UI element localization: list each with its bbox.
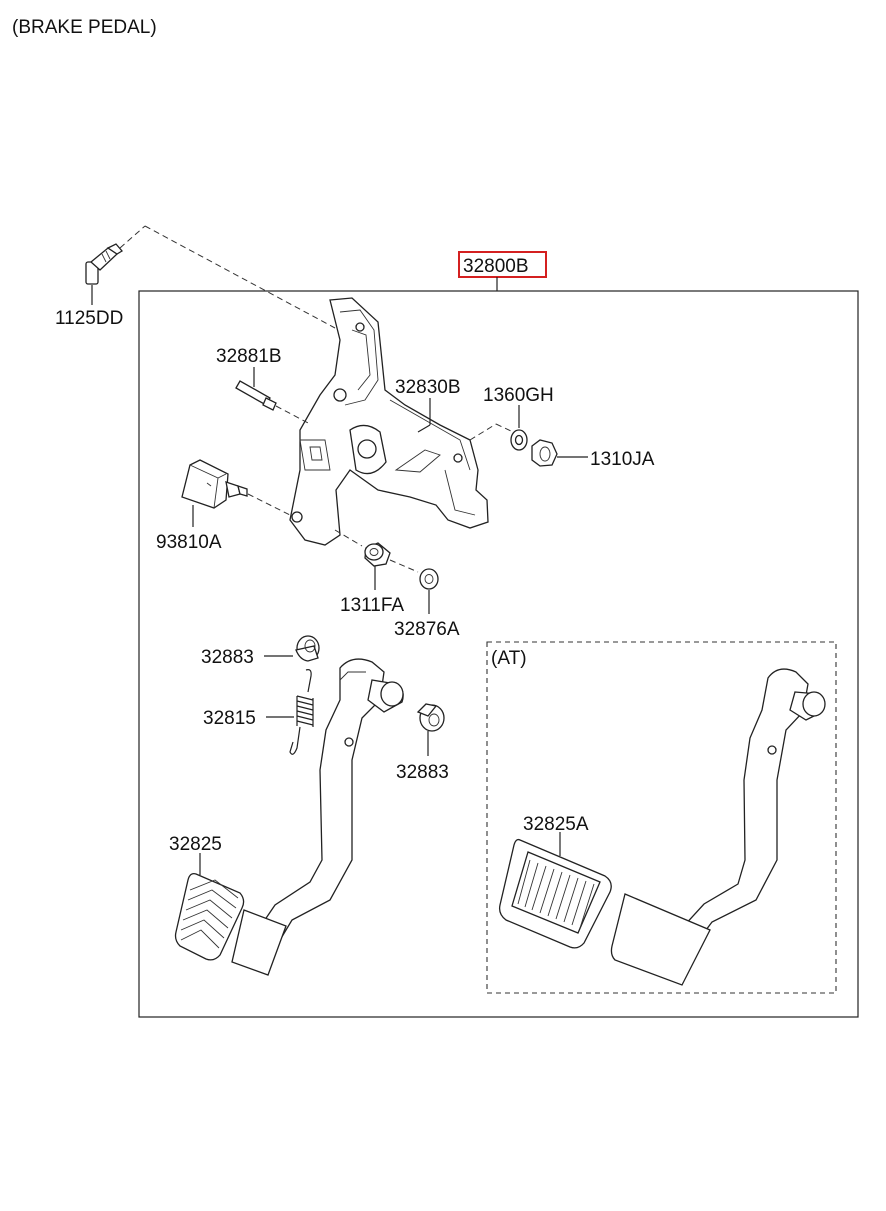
assembly-part-number: 32800B: [463, 256, 529, 277]
at-pedal-pad-32825A-drawing: [498, 838, 612, 949]
assembly-frame: [138, 290, 859, 1018]
label-1125DD[interactable]: 1125DD: [55, 308, 123, 329]
label-32825A[interactable]: 32825A: [523, 814, 589, 835]
bolt-1125DD-drawing: [85, 225, 336, 329]
spring-32815-drawing: [289, 669, 314, 755]
washer-32876A-drawing: [419, 568, 439, 590]
assembly-highlight-box: [458, 251, 547, 278]
bushing-1311FA-drawing: [334, 529, 419, 573]
label-32881B[interactable]: 32881B: [216, 346, 282, 367]
label-1360GH[interactable]: 1360GH: [483, 385, 554, 406]
nut-1310JA-drawing: [531, 439, 558, 467]
pin-32881B-drawing: [235, 380, 311, 425]
at-inset-label: (AT): [491, 648, 527, 669]
at-brake-pedal-arm-drawing: [610, 668, 826, 986]
pedal-bracket-32830B-drawing: [289, 297, 489, 546]
label-32815[interactable]: 32815: [203, 708, 256, 729]
diagram-title: (BRAKE PEDAL): [12, 17, 157, 38]
label-93810A[interactable]: 93810A: [156, 532, 222, 553]
switch-93810A-drawing: [181, 459, 291, 516]
label-32883-bottom[interactable]: 32883: [396, 762, 449, 783]
label-32883-top[interactable]: 32883: [201, 647, 254, 668]
label-32825[interactable]: 32825: [169, 834, 222, 855]
bushing-32883-top-drawing: [295, 635, 320, 662]
label-1310JA[interactable]: 1310JA: [590, 449, 655, 470]
label-32830B[interactable]: 32830B: [395, 377, 461, 398]
assembly-part-callout[interactable]: 32800B: [458, 251, 547, 291]
pedal-pad-32825-drawing: [174, 872, 245, 961]
at-inset-frame: [486, 641, 837, 994]
washer-1360GH-drawing: [469, 423, 528, 451]
brake-pedal-arm-drawing: [231, 658, 404, 976]
bushing-32883-bottom-drawing: [416, 703, 445, 732]
label-1311FA[interactable]: 1311FA: [340, 595, 404, 616]
label-32876A[interactable]: 32876A: [394, 619, 460, 640]
